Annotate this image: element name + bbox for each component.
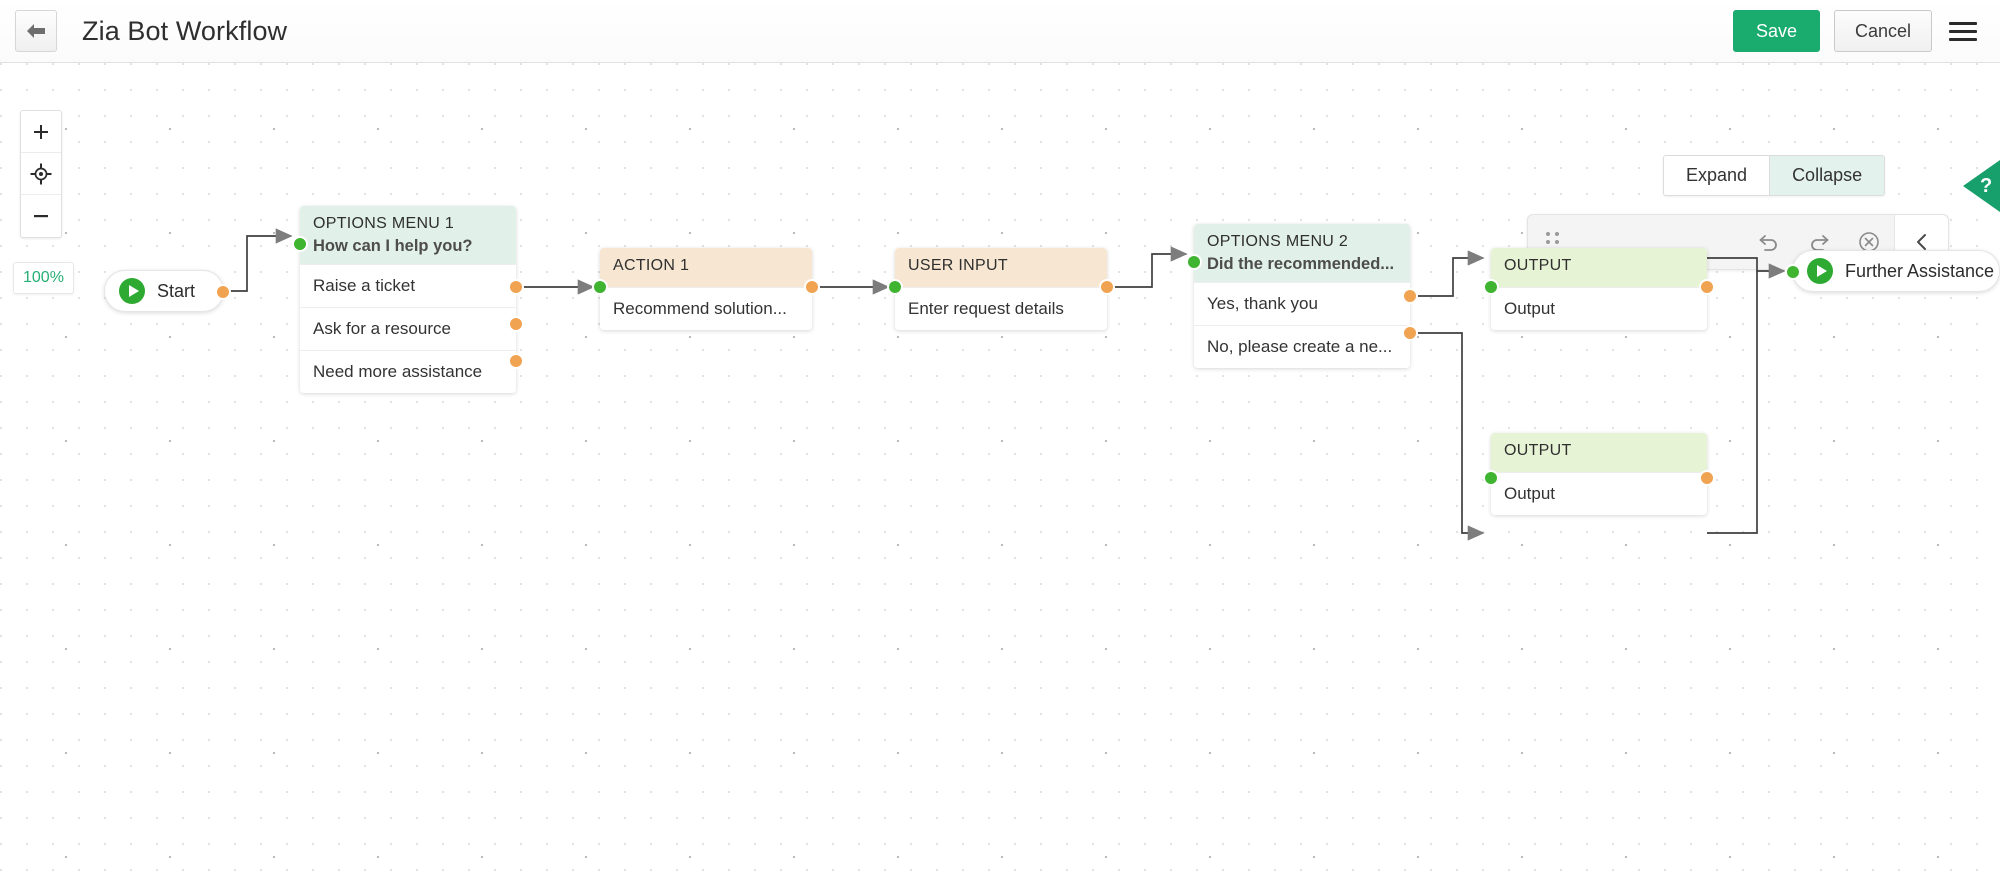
page-title: Zia Bot Workflow	[82, 15, 288, 46]
node-action-1[interactable]: ACTION 1 Recommend solution...	[592, 248, 820, 330]
edge-userinput-to-options2	[1107, 246, 1188, 288]
port-out-output1[interactable]	[1699, 279, 1715, 295]
port-out-start[interactable]	[215, 284, 231, 300]
zoom-out-button[interactable]	[21, 195, 61, 237]
node-body: Output	[1491, 287, 1707, 330]
undo-arrow-icon	[1759, 235, 1777, 251]
port-in-output2[interactable]	[1483, 470, 1499, 486]
node-option-row[interactable]: No, please create a ne...	[1194, 325, 1410, 368]
node-further-assistance-label: Further Assistance	[1845, 260, 1995, 281]
node-prompt: Did the recommended...	[1207, 255, 1395, 273]
play-icon	[1807, 258, 1833, 284]
port-out-output2[interactable]	[1699, 470, 1715, 486]
node-options-menu-2[interactable]: OPTIONS MENU 2 Did the recommended... Ye…	[1186, 224, 1418, 368]
node-type-label: ACTION 1	[613, 257, 690, 274]
zoom-controls	[20, 110, 62, 238]
workflow-canvas[interactable]: 100% Expand Collapse ?	[0, 63, 2000, 888]
node-header: USER INPUT	[895, 248, 1107, 287]
node-body: Enter request details	[895, 287, 1107, 330]
port-in-output1[interactable]	[1483, 279, 1499, 295]
port-out-options2-option1[interactable]	[1402, 288, 1418, 304]
redo-button[interactable]	[1794, 215, 1844, 269]
node-body: Recommend solution...	[600, 287, 812, 330]
edge-start-to-options1	[224, 228, 293, 292]
top-bar-actions: Save Cancel	[1732, 10, 1980, 52]
zoom-level-indicator[interactable]: 100%	[13, 262, 74, 294]
hamburger-menu-icon[interactable]	[1946, 14, 1980, 48]
node-options-menu-1[interactable]: OPTIONS MENU 1 How can I help you? Raise…	[292, 206, 524, 393]
node-body: Output	[1491, 472, 1707, 515]
edge-output2-to-further	[1707, 271, 1758, 534]
back-button[interactable]	[15, 10, 57, 52]
node-option-row[interactable]: Ask for a resource	[300, 307, 516, 350]
node-user-input[interactable]: USER INPUT Enter request details	[887, 248, 1115, 330]
node-type-label: OUTPUT	[1504, 442, 1572, 459]
node-header: OPTIONS MENU 1 How can I help you?	[300, 206, 516, 264]
node-prompt: How can I help you?	[313, 237, 473, 255]
save-button[interactable]: Save	[1732, 10, 1820, 52]
node-option-row[interactable]: Yes, thank you	[1194, 282, 1410, 325]
port-in-options2[interactable]	[1186, 254, 1202, 270]
zoom-in-button[interactable]	[21, 111, 61, 153]
node-header: OPTIONS MENU 2 Did the recommended...	[1194, 224, 1410, 282]
back-arrow-icon	[27, 24, 45, 38]
top-bar: Zia Bot Workflow Save Cancel	[0, 0, 2000, 63]
node-output-2[interactable]: OUTPUT Output	[1483, 433, 1715, 515]
node-type-label: OUTPUT	[1504, 257, 1572, 274]
edge-options2-to-output2	[1410, 332, 1485, 541]
node-option-row[interactable]: Need more assistance	[300, 350, 516, 393]
port-in-userinput[interactable]	[887, 279, 903, 295]
port-out-options2-option2[interactable]	[1402, 325, 1418, 341]
minus-icon	[34, 215, 48, 218]
node-output-1[interactable]: OUTPUT Output	[1483, 248, 1715, 330]
collapse-button[interactable]: Collapse	[1769, 156, 1885, 195]
node-header: OUTPUT	[1491, 433, 1707, 472]
port-out-options1-option3[interactable]	[508, 353, 524, 369]
node-start[interactable]: Start	[104, 270, 231, 312]
recenter-button[interactable]	[21, 153, 61, 195]
expand-collapse-toggle: Expand Collapse	[1663, 155, 1886, 196]
port-in-options1[interactable]	[292, 236, 308, 252]
cancel-button[interactable]: Cancel	[1833, 10, 1932, 52]
node-type-label: OPTIONS MENU 1	[313, 215, 455, 232]
redo-arrow-icon	[1811, 235, 1829, 251]
port-in-action1[interactable]	[592, 279, 608, 295]
node-further-assistance[interactable]: Further Assistance	[1785, 250, 2000, 292]
node-header: ACTION 1	[600, 248, 812, 287]
chevron-left-icon	[1916, 234, 1926, 250]
node-start-label: Start	[157, 280, 196, 301]
port-out-options1-option1[interactable]	[508, 279, 524, 295]
plus-icon	[34, 124, 48, 139]
node-type-label: USER INPUT	[908, 257, 1008, 274]
port-out-options1-option2[interactable]	[508, 316, 524, 332]
expand-button[interactable]: Expand	[1664, 156, 1770, 195]
edge-options2-to-output1	[1410, 250, 1485, 297]
crosshair-target-icon	[30, 163, 52, 184]
help-button[interactable]	[1963, 160, 2000, 212]
undo-button[interactable]	[1744, 215, 1794, 269]
play-icon	[119, 278, 145, 304]
node-header: OUTPUT	[1491, 248, 1707, 287]
port-out-userinput[interactable]	[1099, 279, 1115, 295]
node-type-label: OPTIONS MENU 2	[1207, 233, 1349, 250]
port-out-action1[interactable]	[804, 279, 820, 295]
port-in-further[interactable]	[1785, 264, 1801, 280]
node-option-row[interactable]: Raise a ticket	[300, 264, 516, 307]
